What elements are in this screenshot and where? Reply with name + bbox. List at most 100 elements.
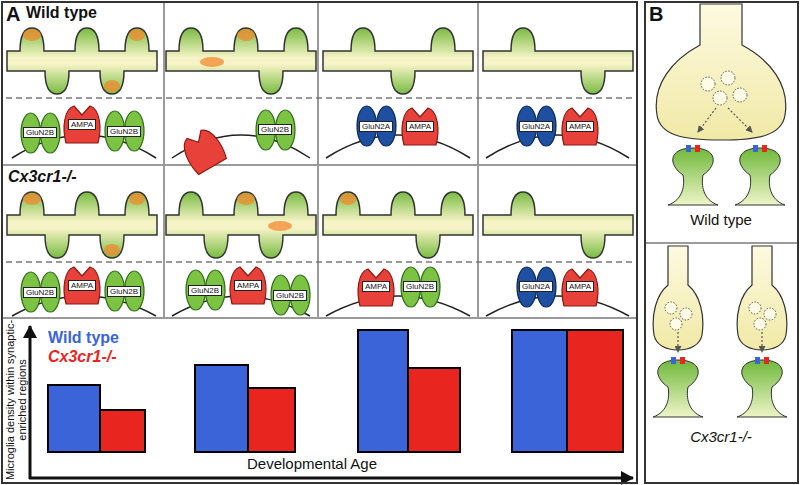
receptor-mark: [753, 145, 758, 152]
dendritic-spine: [668, 148, 718, 205]
dendritic-spine: [653, 360, 703, 417]
row-divider: [2, 317, 637, 319]
receptor: GluN2B: [104, 110, 145, 152]
legend-entry: Wild type: [48, 329, 119, 347]
contact-spot: [237, 29, 255, 41]
receptor-mark: [695, 145, 700, 152]
panel-caption: Cx3cr1-/-: [648, 428, 794, 445]
dendrite: [7, 28, 157, 94]
receptor: AMPA: [62, 103, 102, 145]
x-axis: [29, 477, 633, 480]
ampa-receptor-outline: [64, 106, 100, 143]
contact-spot: [237, 193, 255, 205]
receptor: AMPA: [560, 266, 600, 308]
receptor-mark: [762, 145, 767, 152]
contact-spot: [23, 29, 41, 41]
ampa-receptor-shape: [178, 125, 228, 175]
axon-terminal: [653, 246, 703, 350]
bar: [358, 330, 408, 452]
receptor-label: GluN2A: [519, 121, 553, 132]
panel-frame: B: [644, 1, 799, 484]
receptor-label: GluN2B: [258, 124, 292, 135]
bar: [195, 365, 248, 452]
receptor-label: GluN2A: [359, 121, 393, 132]
receptor-label: GluN2B: [188, 285, 222, 296]
release-arrow: [761, 332, 762, 352]
vesicle: [764, 308, 776, 320]
synapse-knockout: [653, 246, 787, 417]
dashed-separators: [6, 98, 633, 262]
legend-text: Cx3cr1-/-: [48, 348, 116, 365]
axis-title: Microglia density within synaptic-enrich…: [3, 318, 27, 483]
bar: [512, 330, 567, 452]
dendrites: [7, 28, 633, 258]
receptor: GluN2A: [516, 105, 557, 147]
membrane: [486, 296, 629, 316]
row-divider: [645, 242, 797, 244]
receptor: GluN2B: [20, 271, 61, 313]
dendrite: [483, 28, 633, 94]
axon-terminal: [656, 4, 786, 140]
row-heading: Wild type: [26, 4, 97, 22]
receptor: GluN2A: [516, 266, 557, 308]
dendrite: [483, 192, 633, 258]
receptor-mark: [764, 357, 769, 364]
panel-frame: A GluN2B AMPA GluN2B GluN2B GluN2A AMPA GluN2A A…: [1, 1, 638, 484]
receptor: AMPA: [228, 264, 268, 306]
release-arrow: [698, 108, 716, 132]
axon-terminal: [737, 246, 787, 350]
bar-chart: [29, 326, 633, 479]
ampa-receptor-outline: [402, 108, 438, 145]
contact-spot: [104, 244, 120, 256]
receptor-label: AMPA: [566, 121, 594, 132]
dendrite: [7, 192, 157, 258]
membrane: [326, 135, 470, 158]
receptor-label: GluN2B: [107, 286, 141, 297]
contact-spot: [104, 80, 120, 92]
receptor-label: GluN2B: [403, 281, 437, 292]
column-divider: [163, 2, 165, 318]
panel-letter: A: [6, 3, 20, 25]
panel-caption: Wild type: [648, 211, 794, 228]
dendrite: [166, 28, 316, 94]
legend-entry: Cx3cr1-/-: [48, 348, 116, 366]
row-divider: [2, 164, 637, 166]
receptor-label: AMPA: [566, 281, 594, 292]
receptor: GluN2B: [270, 274, 311, 316]
dendrite: [323, 28, 473, 94]
dendrite: [323, 192, 473, 258]
receptor-label: AMPA: [406, 121, 434, 132]
vesicle: [713, 91, 727, 105]
vesicle: [754, 318, 766, 330]
receptor-label: AMPA: [68, 119, 96, 130]
panel-letter: B: [649, 3, 663, 25]
internalized-receptor: [178, 125, 228, 175]
contact-spot: [340, 193, 356, 205]
contact-spot: [268, 221, 292, 231]
receptor-label: GluN2B: [273, 290, 307, 301]
receptor-mark: [671, 357, 676, 364]
dendritic-spine: [737, 360, 787, 417]
bar: [48, 385, 100, 452]
release-arrow: [677, 332, 678, 352]
receptor-label: GluN2A: [519, 281, 553, 292]
dashed-line: [6, 261, 633, 263]
receptor: GluN2B: [400, 266, 441, 308]
ampa-receptor-outline: [562, 269, 598, 306]
bar: [567, 330, 623, 452]
vesicle: [665, 302, 677, 314]
vesicle: [670, 318, 682, 330]
receptor-label: GluN2B: [23, 127, 57, 138]
y-axis: [29, 326, 32, 479]
contact-spot: [129, 193, 145, 205]
receptor: AMPA: [356, 266, 396, 308]
membranes: [12, 135, 629, 316]
membrane: [326, 296, 470, 316]
bar: [408, 368, 460, 452]
receptor-label: AMPA: [234, 280, 262, 291]
receptor-mark: [680, 357, 685, 364]
receptor-mark: [686, 145, 691, 152]
microglia-contacts: [23, 29, 356, 256]
ampa-receptor-outline: [358, 269, 394, 306]
